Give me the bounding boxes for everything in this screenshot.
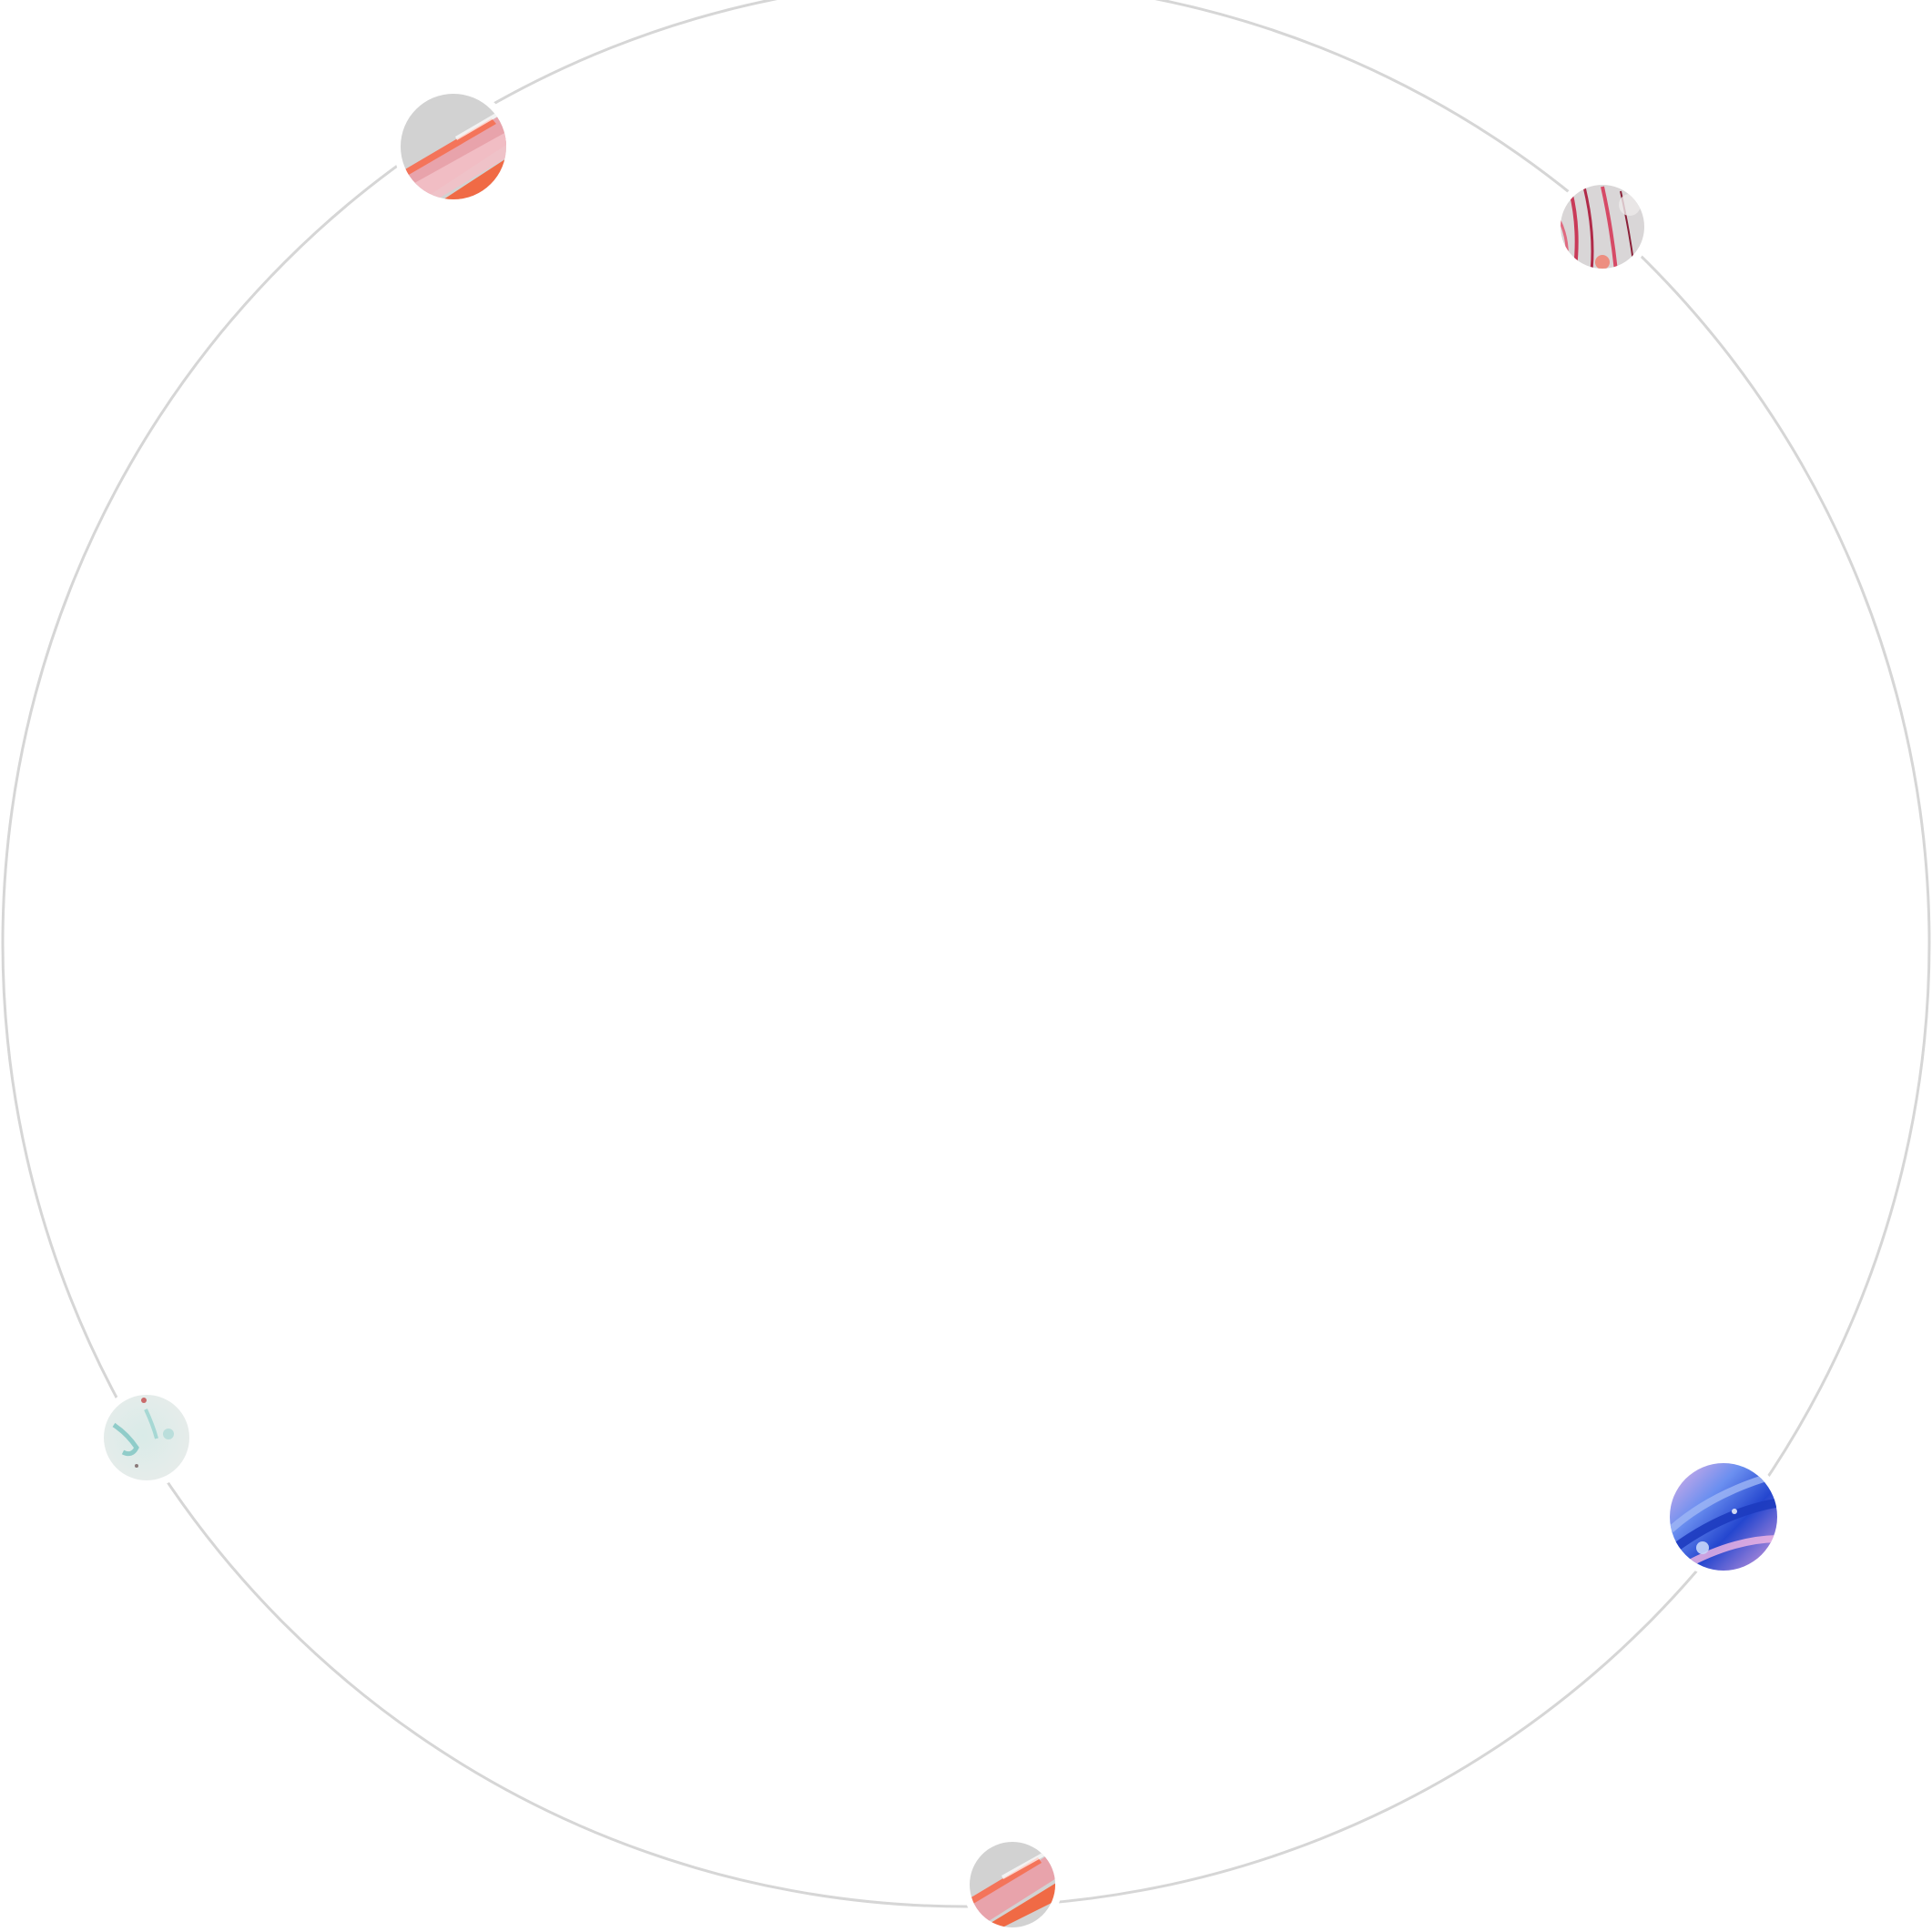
marbled-red-streaks-icon	[1561, 185, 1644, 269]
marbled-pink-orange-icon	[970, 1842, 1055, 1927]
orbit-node-bottom[interactable]	[962, 1835, 1063, 1932]
orbit-node-top-left[interactable]	[391, 86, 519, 219]
orbit-node-top-right[interactable]	[1553, 178, 1652, 276]
marbled-teal-icon	[104, 1395, 189, 1480]
marbled-blue-pink-icon	[1670, 1463, 1777, 1571]
orbit-node-left[interactable]	[97, 1388, 197, 1488]
orbit-node-right[interactable]	[1663, 1456, 1785, 1578]
